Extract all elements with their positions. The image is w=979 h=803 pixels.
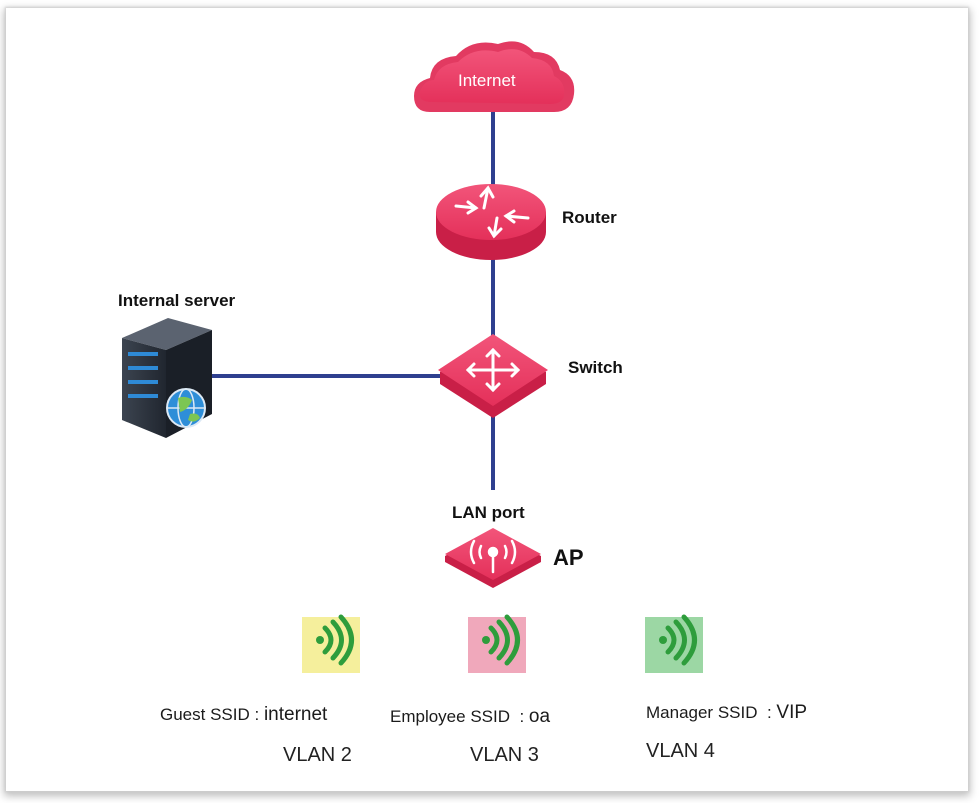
switch-icon bbox=[438, 334, 548, 418]
ap-label: AP bbox=[553, 545, 584, 570]
ssid-label-employee: Employee SSID : oa bbox=[390, 706, 550, 728]
cloud-icon bbox=[414, 41, 575, 113]
links bbox=[210, 108, 495, 490]
ssid-name: oa bbox=[528, 706, 551, 727]
wifi-icon bbox=[645, 614, 703, 673]
ssid-prefix: Guest SSID : bbox=[160, 705, 264, 724]
vlan-label-employee: VLAN 3 bbox=[470, 744, 539, 766]
ssid-prefix: Manager SSID : bbox=[646, 703, 777, 722]
ssid-label-manager: Manager SSID : VIP bbox=[646, 702, 807, 724]
router-icon bbox=[436, 184, 546, 260]
ssid-label-guest: Guest SSID : internet bbox=[160, 704, 327, 726]
wifi-icon bbox=[468, 614, 526, 673]
lan-port-label: LAN port bbox=[452, 503, 525, 522]
server-label: Internal server bbox=[118, 291, 236, 310]
switch-label: Switch bbox=[568, 358, 623, 377]
globe-icon bbox=[166, 388, 206, 428]
router-label: Router bbox=[562, 208, 617, 227]
ssid-name: internet bbox=[263, 704, 328, 725]
internet-label: Internet bbox=[458, 71, 516, 90]
ssid-name: VIP bbox=[776, 702, 808, 723]
vlan-label-guest: VLAN 2 bbox=[283, 744, 352, 766]
wifi-tiles bbox=[302, 614, 703, 673]
access-point-icon bbox=[445, 528, 541, 588]
ssid-prefix: Employee SSID : bbox=[390, 707, 529, 726]
vlan-label-manager: VLAN 4 bbox=[646, 740, 715, 762]
wifi-icon bbox=[302, 614, 360, 673]
